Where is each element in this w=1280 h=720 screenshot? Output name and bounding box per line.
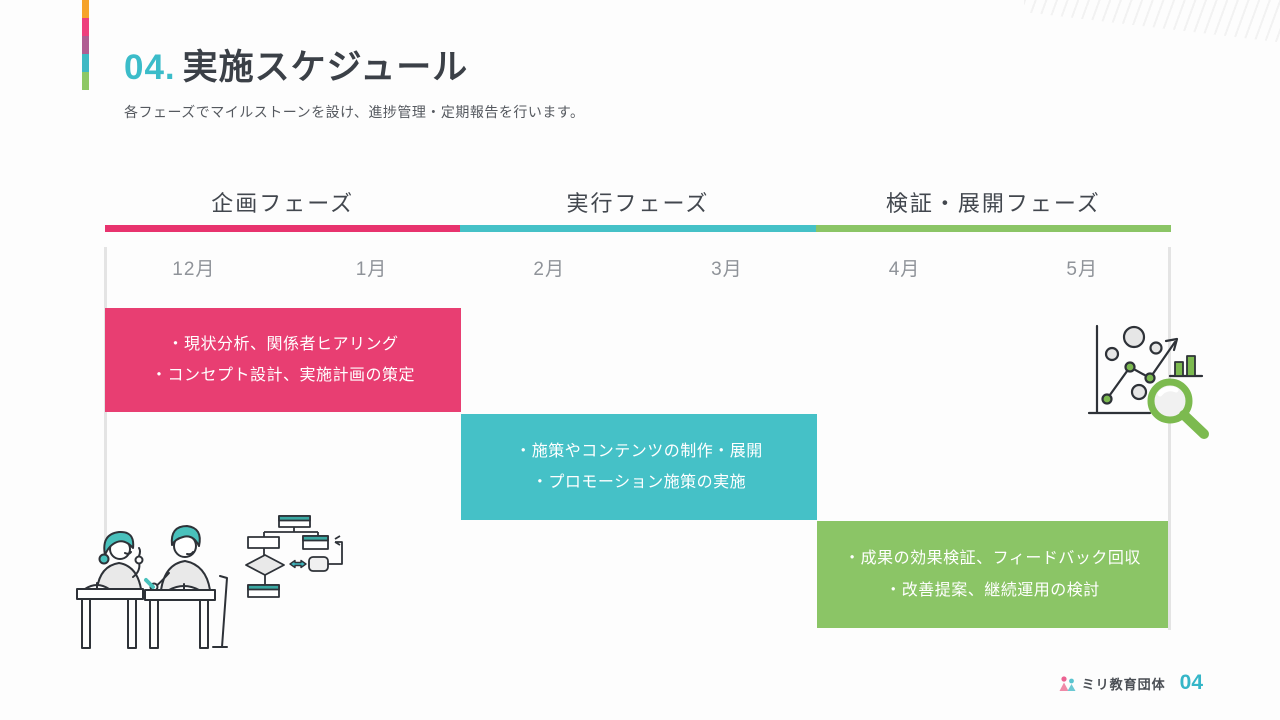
accent-stripe-purple	[82, 36, 89, 54]
month-scale-row: 12月 1月 2月 3月 4月 5月	[105, 254, 1171, 281]
timeline-right-gridline	[1168, 247, 1171, 630]
people-studying-illustration	[76, 525, 228, 649]
accent-stripe-pink	[82, 18, 89, 36]
gantt-bar-planning: ・現状分析、関係者ヒアリング ・コンセプト設計、実施計画の策定	[105, 308, 461, 412]
accent-stripe-teal	[82, 54, 89, 72]
phase-underline-execution	[460, 225, 816, 232]
page-subtitle: 各フェーズでマイルストーンを設け、進捗管理・定期報告を行います。	[124, 104, 585, 120]
month-label-dec: 12月	[172, 259, 216, 280]
phase-label-planning: 企画フェーズ	[211, 191, 355, 216]
phase-underline-bar	[105, 225, 1171, 232]
phase-label-execution: 実行フェーズ	[566, 191, 710, 216]
brand-name: ミリ教育団体	[1081, 676, 1166, 692]
gantt-bar-verification: ・成果の効果検証、フィードバック回収 ・改善提案、継続運用の検討	[817, 521, 1168, 628]
month-label-jan: 1月	[355, 259, 388, 280]
phase-header-row: 企画フェーズ 実行フェーズ 検証・展開フェーズ	[105, 186, 1171, 218]
phase-underline-planning	[105, 225, 461, 232]
phase-underline-verification	[815, 225, 1171, 232]
month-label-feb: 2月	[533, 259, 565, 280]
gantt-bar-verification-line1: ・成果の効果検証、フィードバック回収	[844, 550, 1141, 568]
page-title: 04.実施スケジュール	[124, 48, 585, 88]
phase-label-verification: 検証・展開フェーズ	[885, 191, 1101, 216]
section-number: 04.	[124, 48, 176, 87]
month-label-may: 5月	[1066, 259, 1098, 280]
brand-logo-icon	[1059, 675, 1076, 691]
flowchart-illustration	[245, 515, 343, 598]
accent-stripe-orange	[82, 0, 89, 18]
section-title: 実施スケジュール	[182, 48, 469, 87]
accent-stripe-decoration	[82, 0, 89, 90]
scatter-chart-magnifier-illustration	[1087, 324, 1209, 439]
gantt-bar-verification-line2: ・改善提案、継続運用の検討	[885, 581, 1100, 599]
gantt-bar-execution-line2: ・プロモーション施策の実施	[531, 474, 747, 491]
page-number: 04	[1179, 671, 1203, 694]
gantt-bar-execution: ・施策やコンテンツの制作・展開 ・プロモーション施策の実施	[461, 414, 817, 520]
month-label-apr: 4月	[888, 259, 921, 280]
diagonal-stripes-decoration	[1024, 0, 1280, 43]
accent-stripe-green	[82, 72, 89, 90]
month-label-mar: 3月	[711, 259, 743, 280]
gantt-bar-execution-line1: ・施策やコンテンツの制作・展開	[515, 442, 763, 460]
slide-header: 04.実施スケジュール 各フェーズでマイルストーンを設け、進捗管理・定期報告を行…	[124, 48, 585, 122]
slide-footer: ミリ教育団体 04	[1058, 671, 1203, 695]
gantt-bar-planning-line2: ・コンセプト設計、実施計画の策定	[150, 367, 415, 384]
gantt-bar-planning-line1: ・現状分析、関係者ヒアリング	[167, 335, 399, 353]
